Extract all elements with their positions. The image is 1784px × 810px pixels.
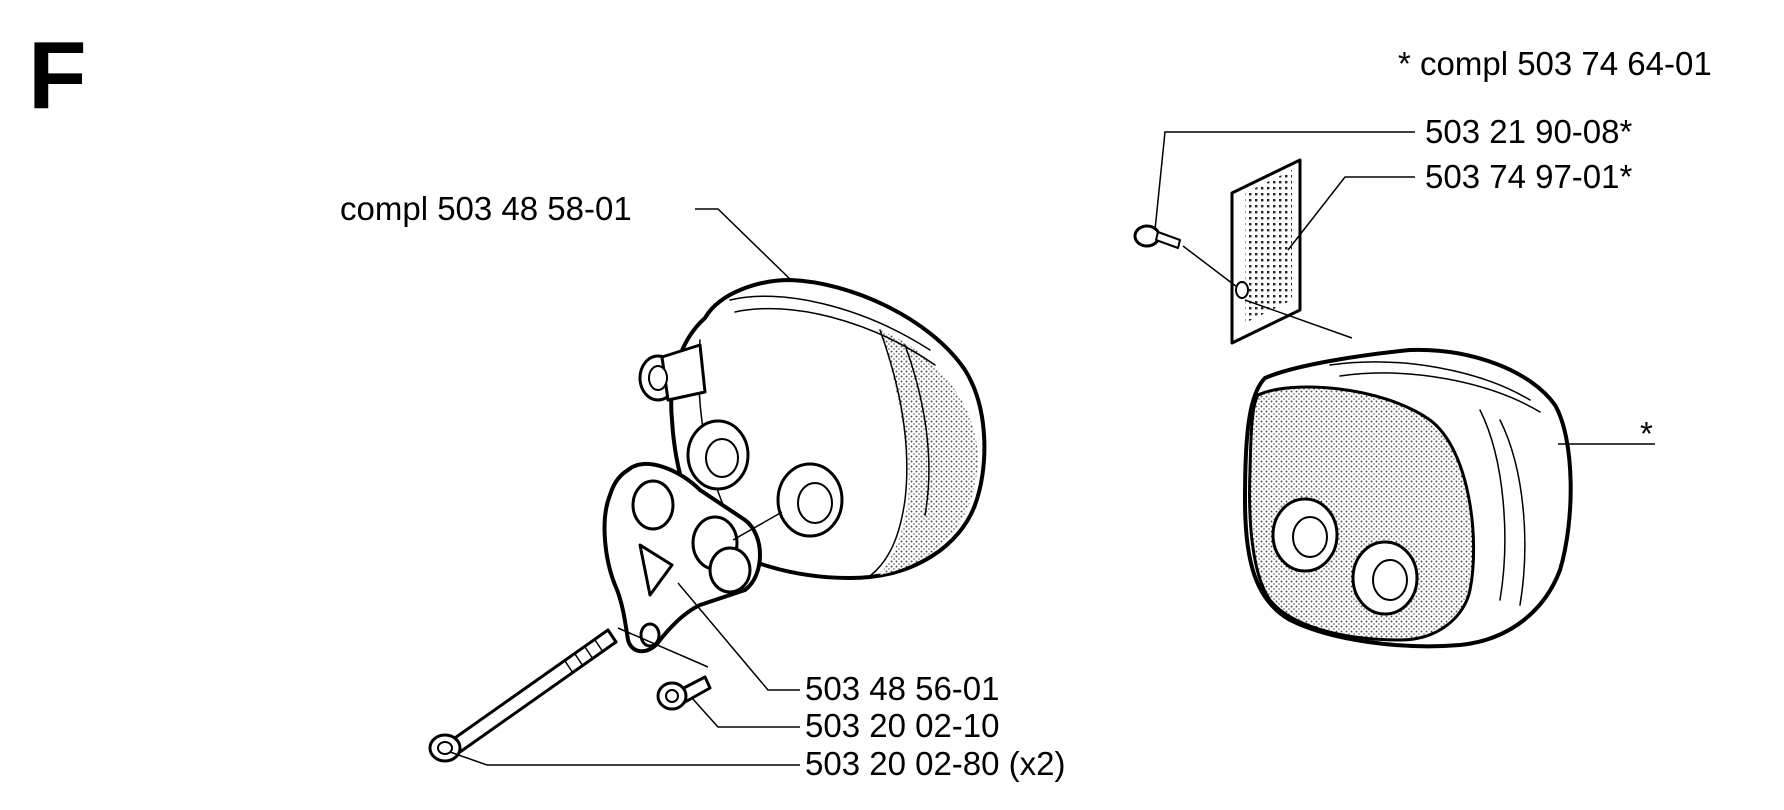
section-letter: F	[28, 22, 87, 129]
short-bolt-drawing	[656, 675, 712, 711]
screw-right-drawing	[1133, 224, 1181, 249]
leader-gasket	[677, 582, 800, 691]
screen-drawing	[1230, 158, 1302, 345]
label-muffler-left: compl 503 48 58-01	[340, 190, 632, 227]
label-screen: 503 74 97-01*	[1425, 158, 1633, 195]
label-bolt-short: 503 20 02-10	[805, 707, 1000, 744]
leader-screen	[1287, 176, 1415, 251]
leader-muffler-left	[695, 208, 793, 282]
label-kit-note: * compl 503 74 64-01	[1398, 45, 1712, 82]
long-bolt-drawing	[428, 628, 618, 763]
label-bolt-long: 503 20 02-80 (x2)	[805, 745, 1066, 782]
muffler-left-drawing	[638, 278, 987, 580]
label-muffler-right: *	[1640, 415, 1653, 452]
label-screw-right: 503 21 90-08*	[1425, 113, 1633, 150]
leader-bolt-long	[449, 751, 800, 766]
leader-screw-right	[1154, 131, 1415, 231]
muffler-right-drawing	[1243, 347, 1573, 649]
gasket-drawing	[602, 461, 762, 654]
leader-bolt-short	[691, 697, 800, 728]
label-gasket: 503 48 56-01	[805, 670, 1000, 707]
